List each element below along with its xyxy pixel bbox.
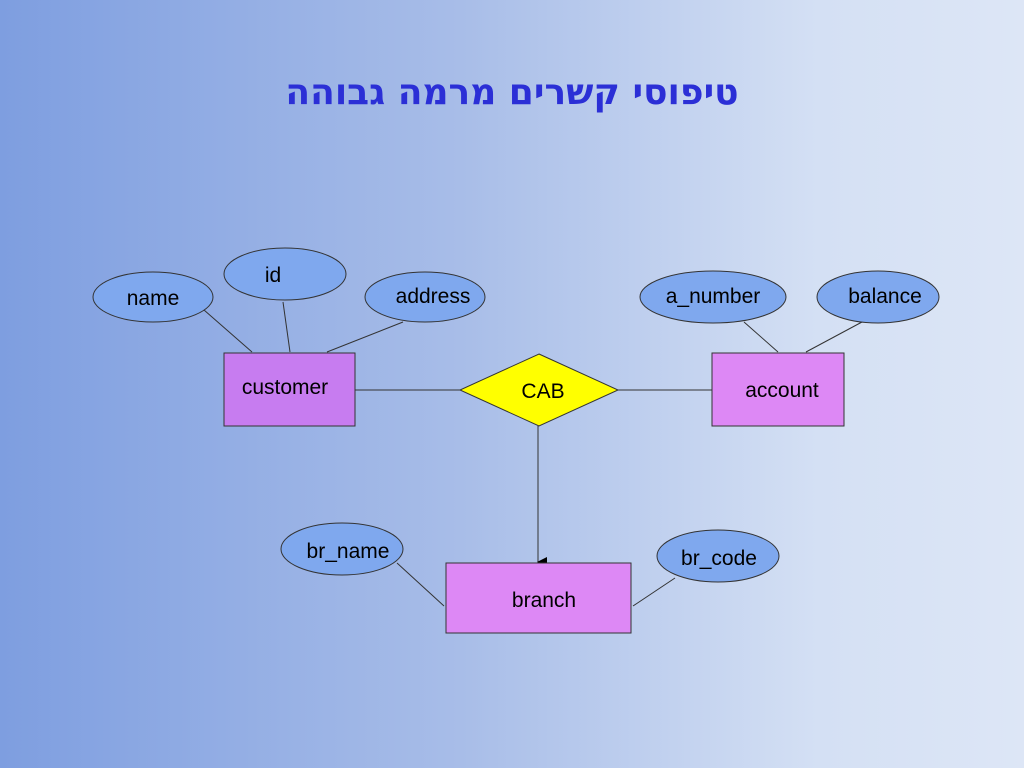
entity-branch: branch bbox=[445, 562, 632, 634]
entity-customer: customer bbox=[223, 352, 356, 427]
entity-account-label: account bbox=[745, 379, 819, 402]
relationship-cab: CAB bbox=[458, 353, 620, 427]
attribute-balance: balance bbox=[816, 270, 940, 324]
attribute-br-name-label: br_name bbox=[307, 540, 390, 563]
relationship-cab-label: CAB bbox=[521, 380, 564, 403]
line-brname-branch bbox=[396, 562, 445, 607]
line-id-customer bbox=[282, 301, 291, 353]
attribute-id: id bbox=[223, 247, 347, 301]
attribute-id-label: id bbox=[265, 264, 281, 287]
attribute-name: name bbox=[92, 271, 214, 323]
entity-account: account bbox=[711, 352, 845, 427]
connector-lines bbox=[203, 301, 863, 607]
attribute-a-number-label: a_number bbox=[666, 285, 761, 308]
line-address-customer bbox=[326, 321, 404, 353]
slide-title: טיפוסי קשרים מרמה גבוהה bbox=[285, 72, 739, 113]
entity-branch-label: branch bbox=[512, 589, 576, 612]
line-brcode-branch bbox=[632, 577, 676, 607]
attribute-address-label: address bbox=[396, 285, 471, 308]
attribute-br-code-label: br_code bbox=[681, 547, 757, 570]
line-name-customer bbox=[203, 309, 253, 353]
attribute-a-number: a_number bbox=[639, 270, 787, 324]
line-balance-account bbox=[805, 321, 863, 353]
entity-customer-label: customer bbox=[242, 376, 328, 399]
attribute-address: address bbox=[364, 271, 486, 323]
attribute-br-name: br_name bbox=[280, 522, 404, 576]
line-anumber-account bbox=[743, 321, 779, 353]
attribute-br-code: br_code bbox=[656, 529, 780, 583]
attribute-name-label: name bbox=[127, 287, 180, 310]
attribute-balance-label: balance bbox=[848, 285, 922, 308]
